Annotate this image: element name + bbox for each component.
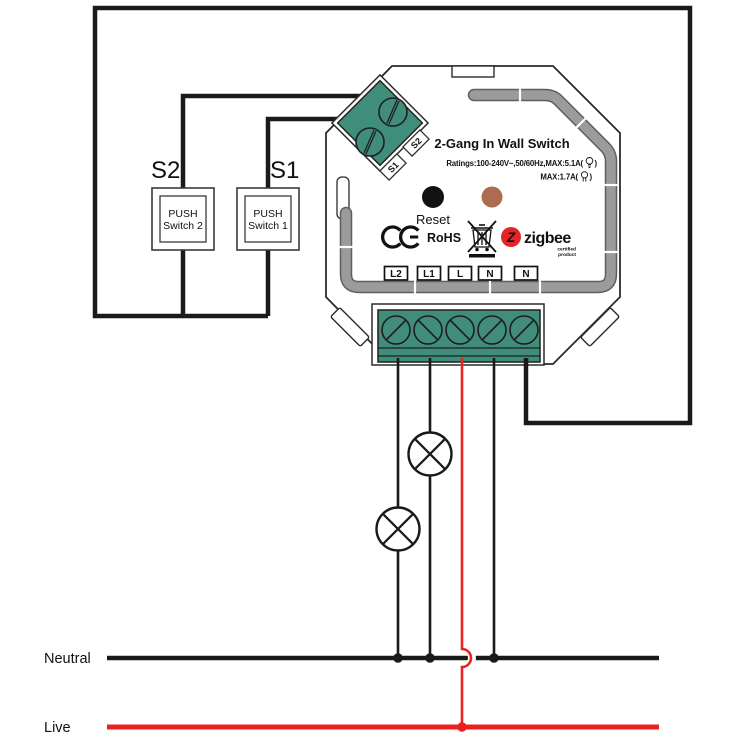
push-switch-2-line1: PUSH <box>168 208 197 220</box>
pairing-button[interactable] <box>481 186 503 208</box>
device-title: 2-Gang In Wall Switch <box>434 136 569 151</box>
s2-top-wire <box>180 93 382 189</box>
push-switch-1[interactable]: PUSH Switch 1 <box>236 187 300 251</box>
ce-mark-icon <box>381 225 420 249</box>
mounting-slot-bottom-left <box>330 307 370 347</box>
terminal-label-row: L2 L1 L N N <box>383 265 539 281</box>
reset-label: Reset <box>416 212 450 227</box>
ratings-line2: MAX:1.7A( <box>540 173 578 182</box>
screw-slots <box>385 319 535 341</box>
ratings-line2-close: ) <box>590 173 593 182</box>
live-supply-wire <box>460 358 473 727</box>
push-switch-2[interactable]: PUSH Switch 2 <box>151 187 215 251</box>
bulb-icon <box>585 157 594 168</box>
antenna-trace-ticks <box>339 88 618 294</box>
rohs-label: RoHS <box>427 231 461 245</box>
junction-dot <box>489 653 499 663</box>
led-lamp-icon <box>580 171 589 182</box>
lamp-icon-1 <box>407 431 453 477</box>
zigbee-sub2: product <box>558 252 576 258</box>
screw-s2 <box>378 97 408 127</box>
ratings-line1-close: ) <box>595 159 598 168</box>
junction-dot <box>393 653 403 663</box>
common-loop-wire <box>92 5 693 426</box>
lamp-icon-2 <box>375 506 421 552</box>
zigbee-sub1: certified <box>557 247 576 253</box>
terminal-label-l2: L2 <box>390 269 402 280</box>
junction-dot <box>425 653 435 663</box>
terminal-label-n1: N <box>486 269 493 280</box>
terminal-label-n2: N <box>522 269 529 280</box>
push-switch-2-line2: Switch 2 <box>163 220 203 232</box>
mounting-slot-bottom-right <box>580 307 620 347</box>
push-switch-1-line2: Switch 1 <box>248 220 288 232</box>
screw-s1 <box>355 127 385 157</box>
reset-button[interactable] <box>422 186 444 208</box>
live-label: Live <box>44 720 71 735</box>
push-switch-1-line1: PUSH <box>253 208 282 220</box>
switch-tag-s1: S1 <box>270 157 299 184</box>
ratings-line1: Ratings:100-240V~,50/60Hz,MAX:5.1A( <box>446 159 583 168</box>
weee-bin-icon <box>467 220 497 258</box>
terminal-label-l1: L1 <box>423 269 435 280</box>
input-terminal-block: S1 S2 <box>330 73 431 182</box>
zigbee-logo: Z zigbee certified product <box>501 227 576 258</box>
zigbee-z: Z <box>506 230 516 245</box>
switch-tag-s2: S2 <box>151 157 180 184</box>
junction-dot-live <box>457 722 467 732</box>
antenna-trace <box>341 90 616 292</box>
zigbee-wordmark: zigbee <box>524 230 571 247</box>
output-terminal-block <box>371 303 545 366</box>
screw-slots <box>363 99 400 155</box>
neutral-label: Neutral <box>44 651 91 667</box>
top-clip-tab <box>451 65 495 78</box>
zigbee-badge-icon <box>501 227 521 247</box>
terminal-label-l: L <box>457 269 463 280</box>
